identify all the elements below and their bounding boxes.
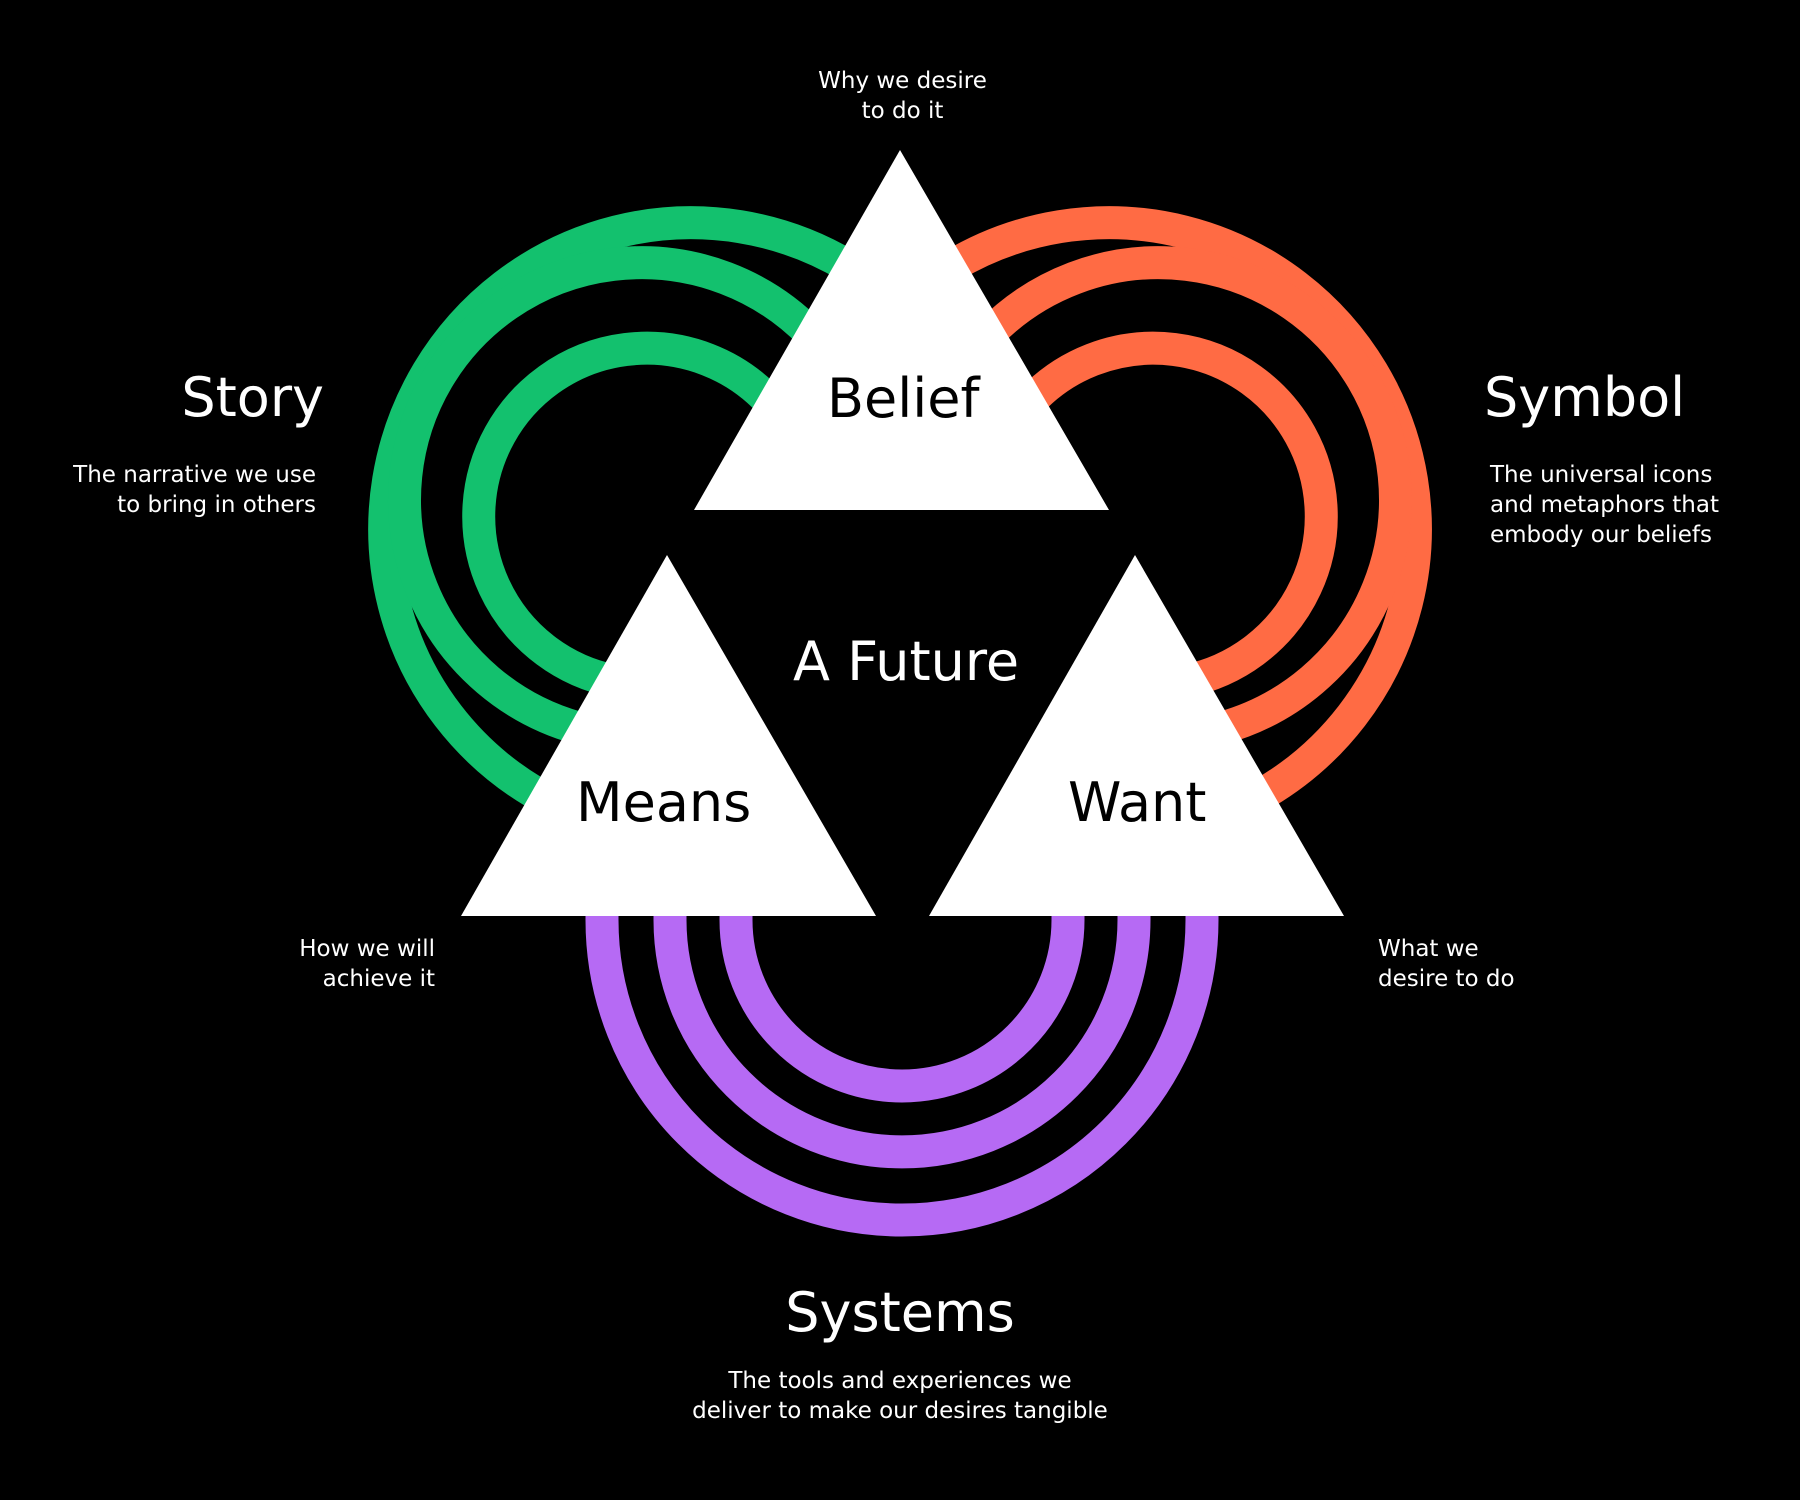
systems-arc-middle <box>653 900 1151 1169</box>
story-title: Story <box>181 366 324 429</box>
symbol-arc-middle <box>977 246 1412 744</box>
systems-title: Systems <box>785 1281 1015 1344</box>
symbol-desc-line-1: The universal icons <box>1490 462 1713 488</box>
want-desc-line-2: desire to do <box>1378 966 1515 992</box>
systems-desc-line-2: deliver to make our desires tangible <box>692 1398 1108 1424</box>
want-desc-line-1: What we <box>1378 936 1479 962</box>
means-description: How we will achieve it <box>250 934 435 994</box>
want-label: Want <box>1068 771 1207 834</box>
systems-arc-inner <box>719 900 1085 1103</box>
systems-arcs <box>585 900 1219 1237</box>
symbol-title: Symbol <box>1484 366 1686 429</box>
story-arc-middle <box>388 246 823 744</box>
want-description: What we desire to do <box>1378 934 1598 994</box>
means-label: Means <box>576 771 752 834</box>
systems-desc-line-1: The tools and experiences we <box>728 1368 1072 1394</box>
symbol-arc-inner <box>1019 331 1338 698</box>
belief-desc-line-1: Why we desire <box>818 68 987 94</box>
story-description: The narrative we use to bring in others <box>40 460 316 520</box>
symbol-desc-line-2: and metaphors that <box>1490 492 1719 518</box>
story-desc-line-2: to bring in others <box>117 492 316 518</box>
symbol-arcs <box>943 206 1432 807</box>
story-desc-line-1: The narrative we use <box>73 462 316 488</box>
symbol-desc-line-3: embody our beliefs <box>1490 522 1712 548</box>
means-triangle <box>461 555 876 916</box>
systems-arc-outer <box>585 900 1219 1237</box>
story-arc-inner <box>462 331 781 698</box>
means-desc-line-1: How we will <box>299 936 435 962</box>
belief-triangle <box>694 150 1109 510</box>
belief-desc-line-2: to do it <box>861 98 944 124</box>
story-arcs <box>368 206 857 807</box>
systems-description: The tools and experiences we deliver to … <box>600 1366 1200 1426</box>
center-label: A Future <box>793 630 1020 693</box>
belief-label: Belief <box>827 367 980 430</box>
belief-description: Why we desire to do it <box>800 66 1005 126</box>
means-desc-line-2: achieve it <box>322 966 435 992</box>
symbol-description: The universal icons and metaphors that e… <box>1490 460 1770 550</box>
want-triangle <box>929 555 1344 916</box>
